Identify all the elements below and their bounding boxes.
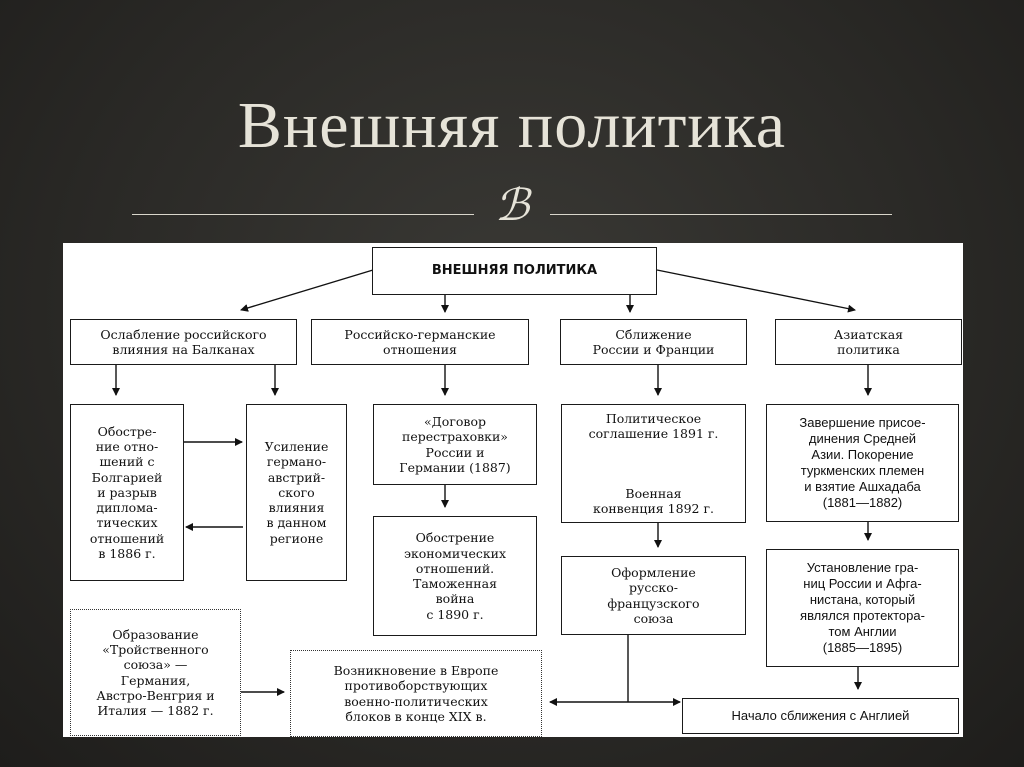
node-political-military: Политическое соглашение 1891 г. Военная … [561, 404, 746, 523]
node-blocs: Возникновение в Европе противоборствующи… [290, 650, 542, 737]
slide-title: Внешняя политика [237, 89, 787, 162]
branch-france: Сближение России и Франции [560, 319, 747, 365]
node-triple-alliance: Образование «Тройственного союза» — Герм… [70, 609, 241, 736]
node-austria: Усиление германо- австрий- ского влияния… [246, 404, 347, 581]
title-divider-left [132, 214, 474, 215]
node-england: Начало сближения с Англией [682, 698, 959, 734]
node-alliance: Оформление русско- французского союза [561, 556, 746, 635]
branch-balkans: Ослабление российского влияния на Балкан… [70, 319, 297, 365]
node-reinsurance: «Договор перестраховки» России и Германи… [373, 404, 537, 485]
node-central-asia: Завершение присое- динения Средней Азии.… [766, 404, 959, 522]
node-afghan: Установление гра- ниц России и Афга- нис… [766, 549, 959, 667]
political-agreement-label: Политическое соглашение 1891 г. [588, 411, 719, 442]
root-node: ВНЕШНЯЯ ПОЛИТИКА [372, 247, 657, 295]
ornament-glyph: ℬ [494, 180, 530, 231]
military-convention-label: Военная конвенция 1892 г. [593, 485, 714, 516]
branch-german: Российско-германские отношения [311, 319, 529, 365]
arrow-root-asia [656, 269, 856, 313]
node-bulgaria: Обостре- ние отно- шений с Болгарией и р… [70, 404, 184, 581]
title-divider-right [550, 214, 892, 215]
branch-asia: Азиатская политика [775, 319, 962, 365]
arrow-root-balkans [240, 269, 374, 312]
node-economic: Обострение экономических отношений. Тамо… [373, 516, 537, 636]
diagram-panel: ВНЕШНЯЯ ПОЛИТИКА Ослабление российского … [63, 243, 963, 737]
